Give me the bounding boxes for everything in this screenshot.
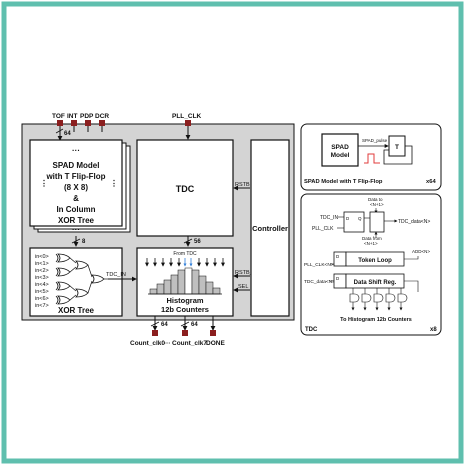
add-label: ADD<N>	[412, 249, 430, 254]
tdc-label: TDC	[176, 184, 195, 194]
pll-clk-input: PLL_CLK	[312, 226, 334, 232]
spad-array-line2: with T Flip-Flop	[45, 172, 105, 181]
histogram-input-arrows	[145, 258, 225, 267]
spad-model-line2: Model	[331, 152, 350, 159]
svg-text:in<3>: in<3>	[35, 275, 49, 281]
pin-count-clk0: Count_clk0	[130, 340, 165, 347]
data-to-n1: <N+1>	[370, 202, 384, 207]
pin-dots: ···	[164, 340, 171, 347]
svg-text:in<1>: in<1>	[35, 261, 49, 267]
svg-text:in<6>: in<6>	[35, 296, 49, 302]
to-histogram-label: To Histogram 12b Counters	[340, 317, 412, 323]
xor-tree-block	[29, 247, 123, 317]
histogram-line1: Histogram	[166, 296, 203, 305]
spad-array-dots-right: ⋮	[110, 179, 118, 188]
svg-text:in<5>: in<5>	[35, 289, 49, 295]
token-loop-label: Token Loop	[358, 258, 392, 264]
bus-width-56: 56	[194, 239, 201, 245]
rstb-h-label: RSTB_H	[235, 270, 257, 276]
pll-clk-n-input: PLL_CLK<N>	[304, 262, 334, 268]
histogram-bars	[149, 267, 221, 295]
spad-model-caption: SPAD Model with T Flip-Flop	[304, 179, 383, 185]
pin-pdp: PDP	[80, 113, 94, 120]
tdc-block	[136, 139, 234, 237]
controller-block	[250, 139, 290, 317]
rstb-label: RSTB	[235, 182, 250, 188]
bus-width-64-top: 64	[64, 131, 71, 137]
spad-array-line1: SPAD Model	[53, 161, 100, 170]
tdc-data-out: TDC_data<N>	[398, 219, 430, 225]
tdc-data-in: TDC_data<N>	[304, 279, 335, 285]
svg-text:in<7>: in<7>	[35, 303, 49, 309]
t-flip-flop-label: T	[395, 144, 399, 151]
tdc-in-label: TDC_IN	[106, 272, 126, 278]
spad-model-block	[321, 133, 359, 167]
bus-width-64-bottom-a: 64	[161, 322, 168, 328]
data-from-n1: <N+1>	[364, 241, 378, 246]
sel-label: SEL	[238, 284, 248, 290]
spad-pulse-label: SPAD_pulse	[362, 138, 388, 143]
xor-inputs: in<0> in<1> in<2> in<3> in<4> in<5> in<6…	[35, 254, 49, 309]
spad-array-line5: In Column	[56, 205, 95, 214]
pin-dcr: DCR	[95, 113, 109, 120]
spad-array-dots-bottom: ···	[72, 225, 80, 234]
svg-text:in<0>: in<0>	[35, 254, 49, 260]
spad-pulse-waveform	[364, 153, 380, 164]
tdc-in-input: TDC_IN	[320, 215, 338, 221]
tdc-panel-count: x8	[430, 327, 437, 333]
histogram-line2: 12b Counters	[161, 305, 209, 314]
xor-gates	[55, 253, 105, 305]
svg-text:in<2>: in<2>	[35, 268, 49, 274]
top-pads	[57, 120, 191, 126]
spad-array-line4: &	[73, 194, 79, 203]
bottom-pads	[152, 330, 216, 336]
shift-reg-label: Data Shift Reg.	[354, 280, 397, 286]
data-to-label: Data to	[368, 197, 383, 202]
from-tdc-label: From TDC	[173, 251, 197, 257]
xor-tree-label: XOR Tree	[58, 306, 95, 315]
tdc-panel-label: TDC	[305, 327, 318, 333]
spad-model-count: x64	[426, 179, 436, 185]
spad-array-line3: (8 X 8)	[64, 183, 88, 192]
dff-d: D	[346, 216, 350, 221]
pin-int: INT	[67, 113, 78, 120]
spad-array-block	[29, 139, 123, 227]
bus-width-8: 8	[82, 239, 86, 245]
data-from-label: Data from	[362, 236, 382, 241]
pin-count-clk7: Count_clk7	[172, 340, 207, 347]
shift-reg-dff-d: D	[336, 276, 340, 281]
bus-width-64-bottom-b: 64	[191, 322, 198, 328]
controller-label: Controller	[252, 224, 288, 233]
pin-tof: TOF	[52, 113, 65, 120]
spad-array-dots-top: ···	[72, 146, 80, 155]
pin-pll-clk: PLL_CLK	[172, 113, 202, 120]
spad-array-dots-left: ⋮	[40, 179, 48, 188]
token-loop-dff-d: D	[336, 254, 340, 259]
pin-done: DONE	[206, 340, 225, 347]
mux-block	[369, 211, 385, 233]
output-and-gates	[349, 293, 408, 303]
svg-text:in<4>: in<4>	[35, 282, 49, 288]
dff-block	[343, 211, 365, 233]
spad-array-line6: XOR Tree	[58, 216, 95, 225]
spad-model-line1: SPAD	[331, 144, 349, 151]
dff-q: Q	[358, 216, 362, 221]
